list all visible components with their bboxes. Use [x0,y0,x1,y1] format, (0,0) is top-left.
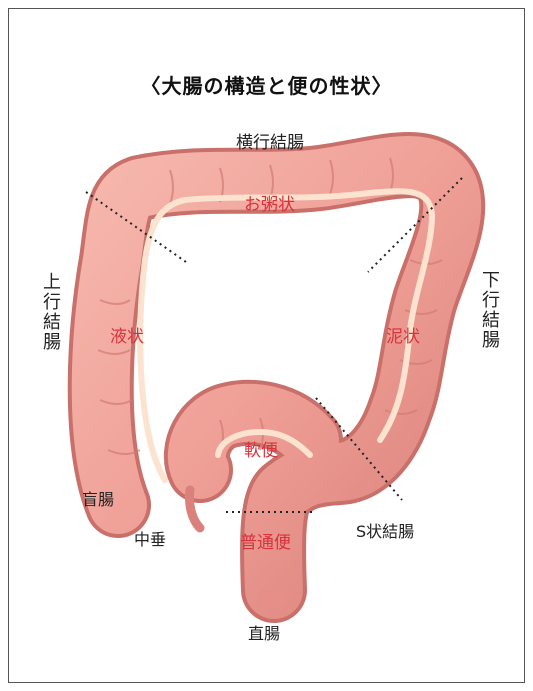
stool-state-gruel: お粥状 [244,190,295,215]
label-ascending-colon: 上行結腸 [41,272,59,352]
label-transverse-colon: 横行結腸 [236,128,304,153]
label-rectum: 直腸 [248,620,280,644]
label-descending-colon: 下行結腸 [480,270,498,350]
stool-state-soft: 軟便 [244,436,278,461]
label-sigmoid-colon: S状結腸 [356,518,414,542]
stool-state-muddy: 泥状 [386,322,420,347]
stool-state-liquid: 液状 [110,322,144,347]
diagram-title: 〈大腸の構造と便の性状〉 [0,70,533,99]
stool-state-normal: 普通便 [240,528,291,553]
label-appendix: 中垂 [134,526,166,550]
label-cecum: 盲腸 [82,486,114,510]
rectum-end [258,588,286,608]
